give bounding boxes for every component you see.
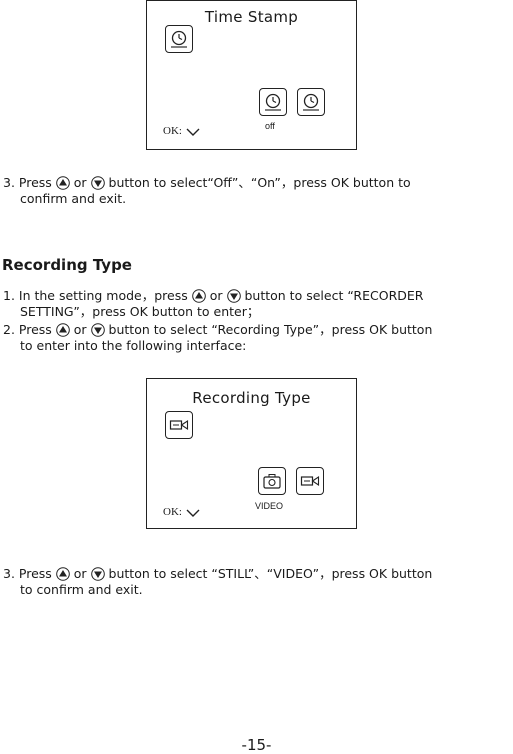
clock-on-tile [297, 88, 325, 116]
up-arrow-button-icon [55, 567, 70, 581]
down-arrow-button-icon [90, 176, 105, 190]
step-line: 3. Press or button to select “STILL”、“VI… [3, 566, 432, 582]
step-prefix: 1. In the setting mode，press [3, 288, 188, 303]
still-photo-tile [258, 467, 286, 495]
or-text: or [209, 288, 223, 303]
step-text: button to select “Recording Type”，press … [108, 322, 433, 337]
or-text: or [73, 566, 87, 581]
option-label: VIDEO [255, 501, 284, 511]
time-stamp-screen: Time Stamp off OK: [146, 0, 357, 150]
down-arrow-button-icon [90, 567, 105, 581]
step-line-2: SETTING”，press OK button to enter； [20, 304, 260, 319]
step-line: 3. Press or button to select“Off”、“On”，p… [3, 175, 411, 191]
step-text: button to select“Off”、“On”，press OK butt… [108, 175, 411, 190]
up-arrow-button-icon [55, 323, 70, 337]
step3-recording: 3. Press or button to select “STILL”、“VI… [3, 566, 432, 598]
step-text: button to select “STILL”、“VIDEO”，press O… [108, 566, 433, 581]
ok-hint: OK: [163, 506, 200, 518]
step-prefix: 2. Press [3, 322, 52, 337]
option-label: off [265, 121, 275, 131]
up-arrow-button-icon [55, 176, 70, 190]
step-line: 1. In the setting mode，press or button t… [3, 288, 423, 304]
clock-off-tile [259, 88, 287, 116]
or-text: or [73, 322, 87, 337]
step-prefix: 3. Press [3, 566, 52, 581]
or-text: or [73, 175, 87, 190]
clock-icon [265, 93, 281, 111]
step-line: 2. Press or button to select “Recording … [3, 322, 432, 338]
step-prefix: 3. Press [3, 175, 52, 190]
step1: 1. In the setting mode，press or button t… [3, 288, 423, 320]
step-text: button to select “RECORDER [244, 288, 424, 303]
up-arrow-button-icon [191, 289, 206, 303]
screen-title: Time Stamp [204, 8, 299, 26]
ok-hint: OK: [163, 125, 200, 137]
down-arrow-button-icon [90, 323, 105, 337]
step-line-2: to enter into the following interface: [20, 338, 247, 353]
selected-video-tile [165, 411, 193, 439]
section-heading: Recording Type [2, 256, 132, 274]
screen-title: Recording Type [192, 389, 311, 407]
down-arrow-button-icon [226, 289, 241, 303]
step-line-2: confirm and exit. [20, 191, 127, 206]
page-number: -15- [241, 736, 272, 754]
checkmark-icon [186, 509, 200, 517]
ok-label: OK: [163, 125, 182, 137]
selected-clock-tile [165, 25, 193, 53]
video-camera-icon [169, 419, 189, 431]
photo-camera-icon [263, 474, 281, 489]
clock-icon [303, 93, 319, 111]
ok-label: OK: [163, 506, 182, 518]
step-line-2: to confirm and exit. [20, 582, 143, 597]
recording-type-screen: Recording Type VIDEO OK: [146, 378, 357, 529]
clock-icon [171, 30, 187, 48]
video-tile [296, 467, 324, 495]
step3-time-stamp: 3. Press or button to select“Off”、“On”，p… [3, 175, 411, 207]
video-camera-icon [300, 475, 320, 487]
checkmark-icon [186, 128, 200, 136]
step2: 2. Press or button to select “Recording … [3, 322, 432, 354]
